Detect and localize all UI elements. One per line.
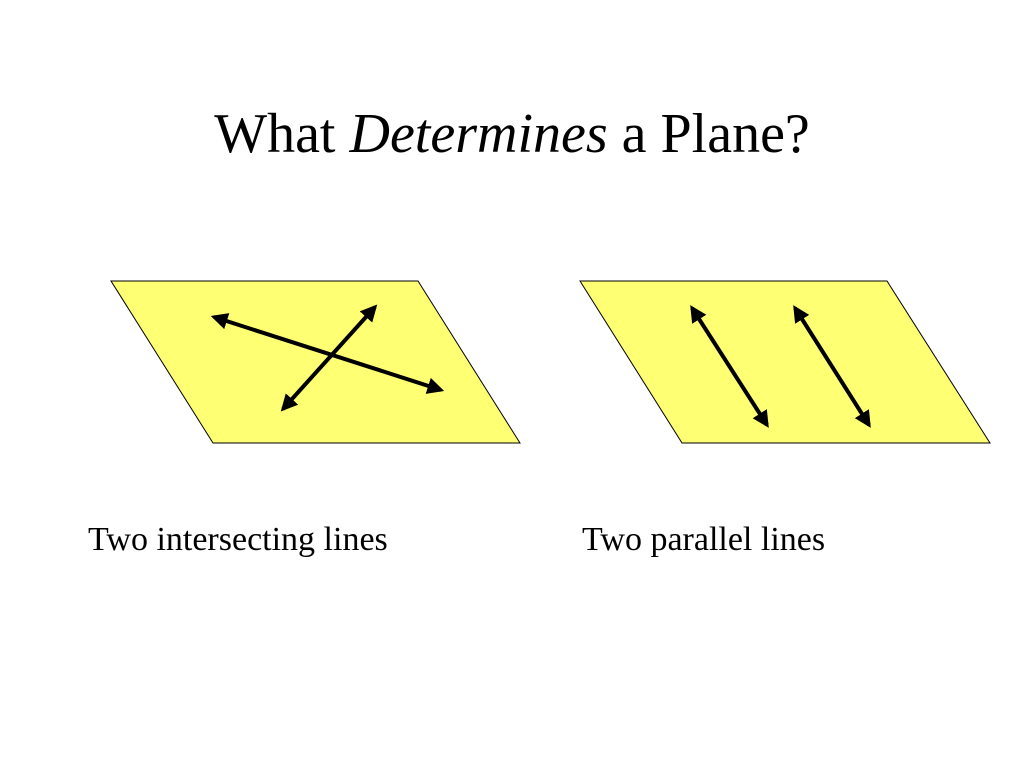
title-prefix: What: [214, 103, 350, 165]
intersecting-lines-group: [110, 280, 521, 444]
title-emphasis: Determines: [349, 103, 608, 165]
right-plane: [579, 280, 991, 444]
left-plane: [110, 280, 521, 444]
caption-intersecting-lines: Two intersecting lines: [88, 521, 388, 558]
parallel-line-2: [793, 305, 871, 428]
slide-title: What Determines a Plane?: [0, 100, 1024, 168]
parallel-lines-group: [579, 280, 991, 444]
caption-parallel-lines: Two parallel lines: [582, 521, 826, 558]
title-suffix: a Plane?: [607, 103, 810, 165]
parallel-line-1: [690, 305, 769, 428]
intersecting-line-2: [280, 304, 378, 412]
